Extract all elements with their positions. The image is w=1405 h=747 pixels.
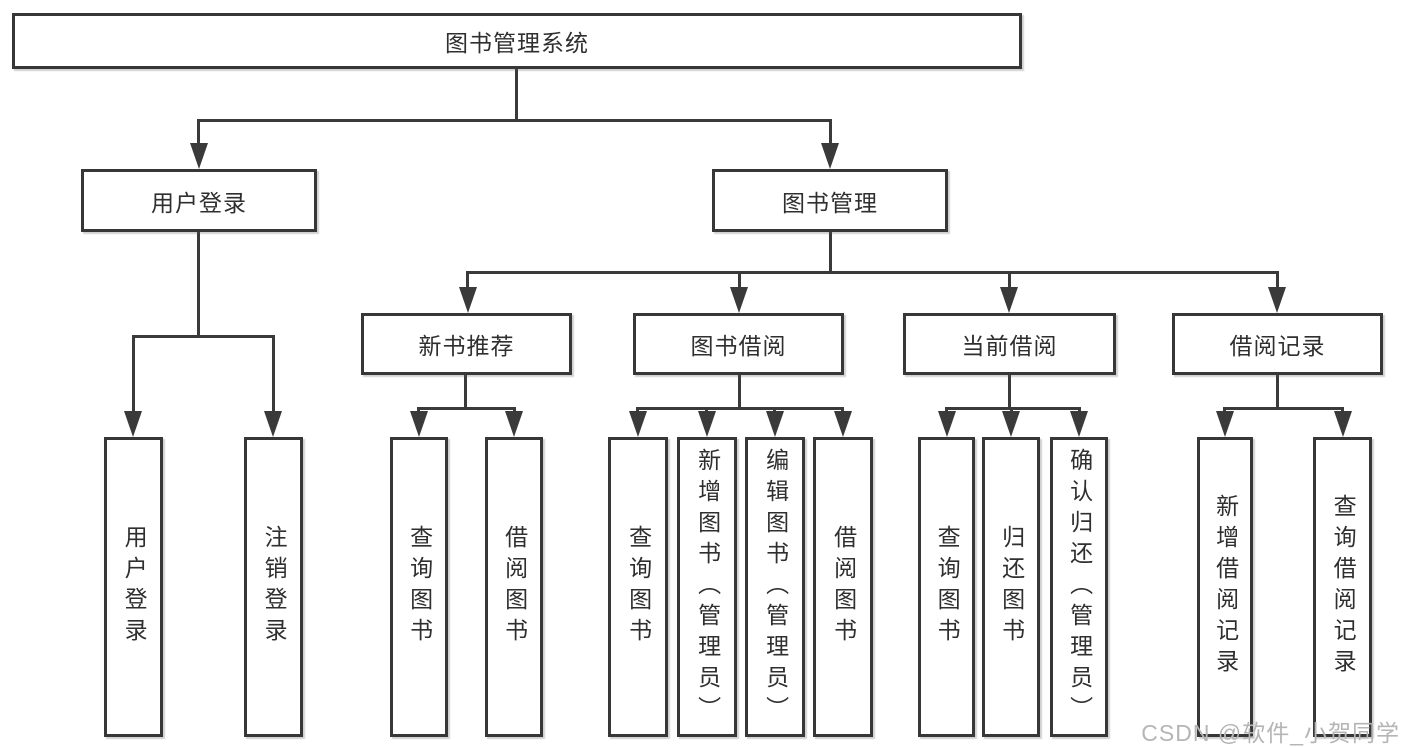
node-current-borrowing: 当前借阅	[903, 313, 1116, 375]
connector	[515, 68, 518, 120]
node-edit-book-admin: 编辑图书（管理员）	[745, 437, 805, 737]
arrow-down-icon	[264, 411, 282, 437]
connector	[636, 407, 844, 410]
connector	[464, 375, 467, 410]
leaf-label: 查询图书	[625, 525, 652, 649]
arrow-down-icon	[1000, 287, 1018, 313]
node-add-book-admin: 新增图书（管理员）	[677, 437, 737, 737]
node-confirm-return-admin: 确认归还（管理员）	[1050, 437, 1108, 737]
arrow-down-icon	[766, 411, 784, 437]
leaf-label: 查询图书	[934, 525, 961, 649]
arrow-down-icon	[505, 411, 523, 437]
arrow-down-icon	[1334, 411, 1352, 437]
node-borrow-books: 借阅图书	[813, 437, 873, 737]
connector	[1008, 271, 1011, 293]
connector	[1276, 271, 1279, 293]
node-new-book-recommend: 新书推荐	[361, 313, 572, 375]
connector	[197, 232, 200, 336]
arrow-down-icon	[834, 411, 852, 437]
connector	[466, 271, 469, 293]
leaf-label: 借阅图书	[501, 525, 528, 649]
arrow-down-icon	[124, 411, 142, 437]
connector	[829, 232, 832, 274]
node-book-borrowing: 图书借阅	[633, 313, 844, 375]
connector	[1223, 407, 1344, 410]
node-query-books-borrow: 查询图书	[608, 437, 668, 737]
leaf-label: 查询图书	[406, 525, 433, 649]
leaf-label: 注销登录	[261, 525, 288, 649]
node-return-books: 归还图书	[982, 437, 1040, 737]
connector	[197, 119, 200, 147]
node-query-books-recommend: 查询图书	[390, 437, 448, 737]
node-logout: 注销登录	[244, 437, 303, 737]
arrow-down-icon	[1216, 411, 1234, 437]
node-query-books-current: 查询图书	[918, 437, 975, 737]
arrow-down-icon	[1268, 287, 1286, 313]
connector	[272, 335, 275, 415]
leaf-label: 用户登录	[121, 525, 148, 649]
arrow-down-icon	[190, 143, 208, 169]
arrow-down-icon	[821, 143, 839, 169]
connector	[132, 335, 275, 338]
node-user-login-leaf: 用户登录	[104, 437, 163, 737]
arrow-down-icon	[730, 287, 748, 313]
leaf-label: 借阅图书	[830, 525, 857, 649]
arrow-down-icon	[410, 411, 428, 437]
leaf-label: 归还图书	[998, 525, 1025, 649]
connector	[132, 335, 135, 415]
connector	[1008, 375, 1011, 410]
node-add-borrow-record: 新增借阅记录	[1197, 437, 1253, 737]
node-book-management-branch: 图书管理	[712, 169, 948, 232]
node-user-login-branch: 用户登录	[81, 169, 317, 232]
leaf-label: 新增借阅记录	[1212, 494, 1239, 680]
connector	[829, 119, 832, 147]
leaf-label: 新增图书（管理员）	[694, 447, 721, 727]
connector	[417, 407, 516, 410]
leaf-label: 确认归还（管理员）	[1066, 447, 1093, 727]
arrow-down-icon	[1070, 411, 1088, 437]
connector	[738, 271, 741, 293]
csdn-watermark: CSDN @软件_小贺同学	[1141, 720, 1400, 746]
leaf-label: 查询借阅记录	[1330, 494, 1357, 680]
leaf-label: 编辑图书（管理员）	[762, 447, 789, 727]
node-borrow-books-recommend: 借阅图书	[485, 437, 543, 737]
arrow-down-icon	[459, 287, 477, 313]
node-library-management-system: 图书管理系统	[12, 13, 1022, 69]
node-query-borrow-record: 查询借阅记录	[1313, 437, 1372, 737]
connector	[945, 407, 1081, 410]
node-borrow-records: 借阅记录	[1172, 313, 1383, 375]
connector	[738, 375, 741, 410]
connector	[466, 271, 1279, 274]
connector	[198, 119, 832, 122]
arrow-down-icon	[938, 411, 956, 437]
arrow-down-icon	[629, 411, 647, 437]
arrow-down-icon	[1002, 411, 1020, 437]
arrow-down-icon	[698, 411, 716, 437]
connector	[1276, 375, 1279, 410]
